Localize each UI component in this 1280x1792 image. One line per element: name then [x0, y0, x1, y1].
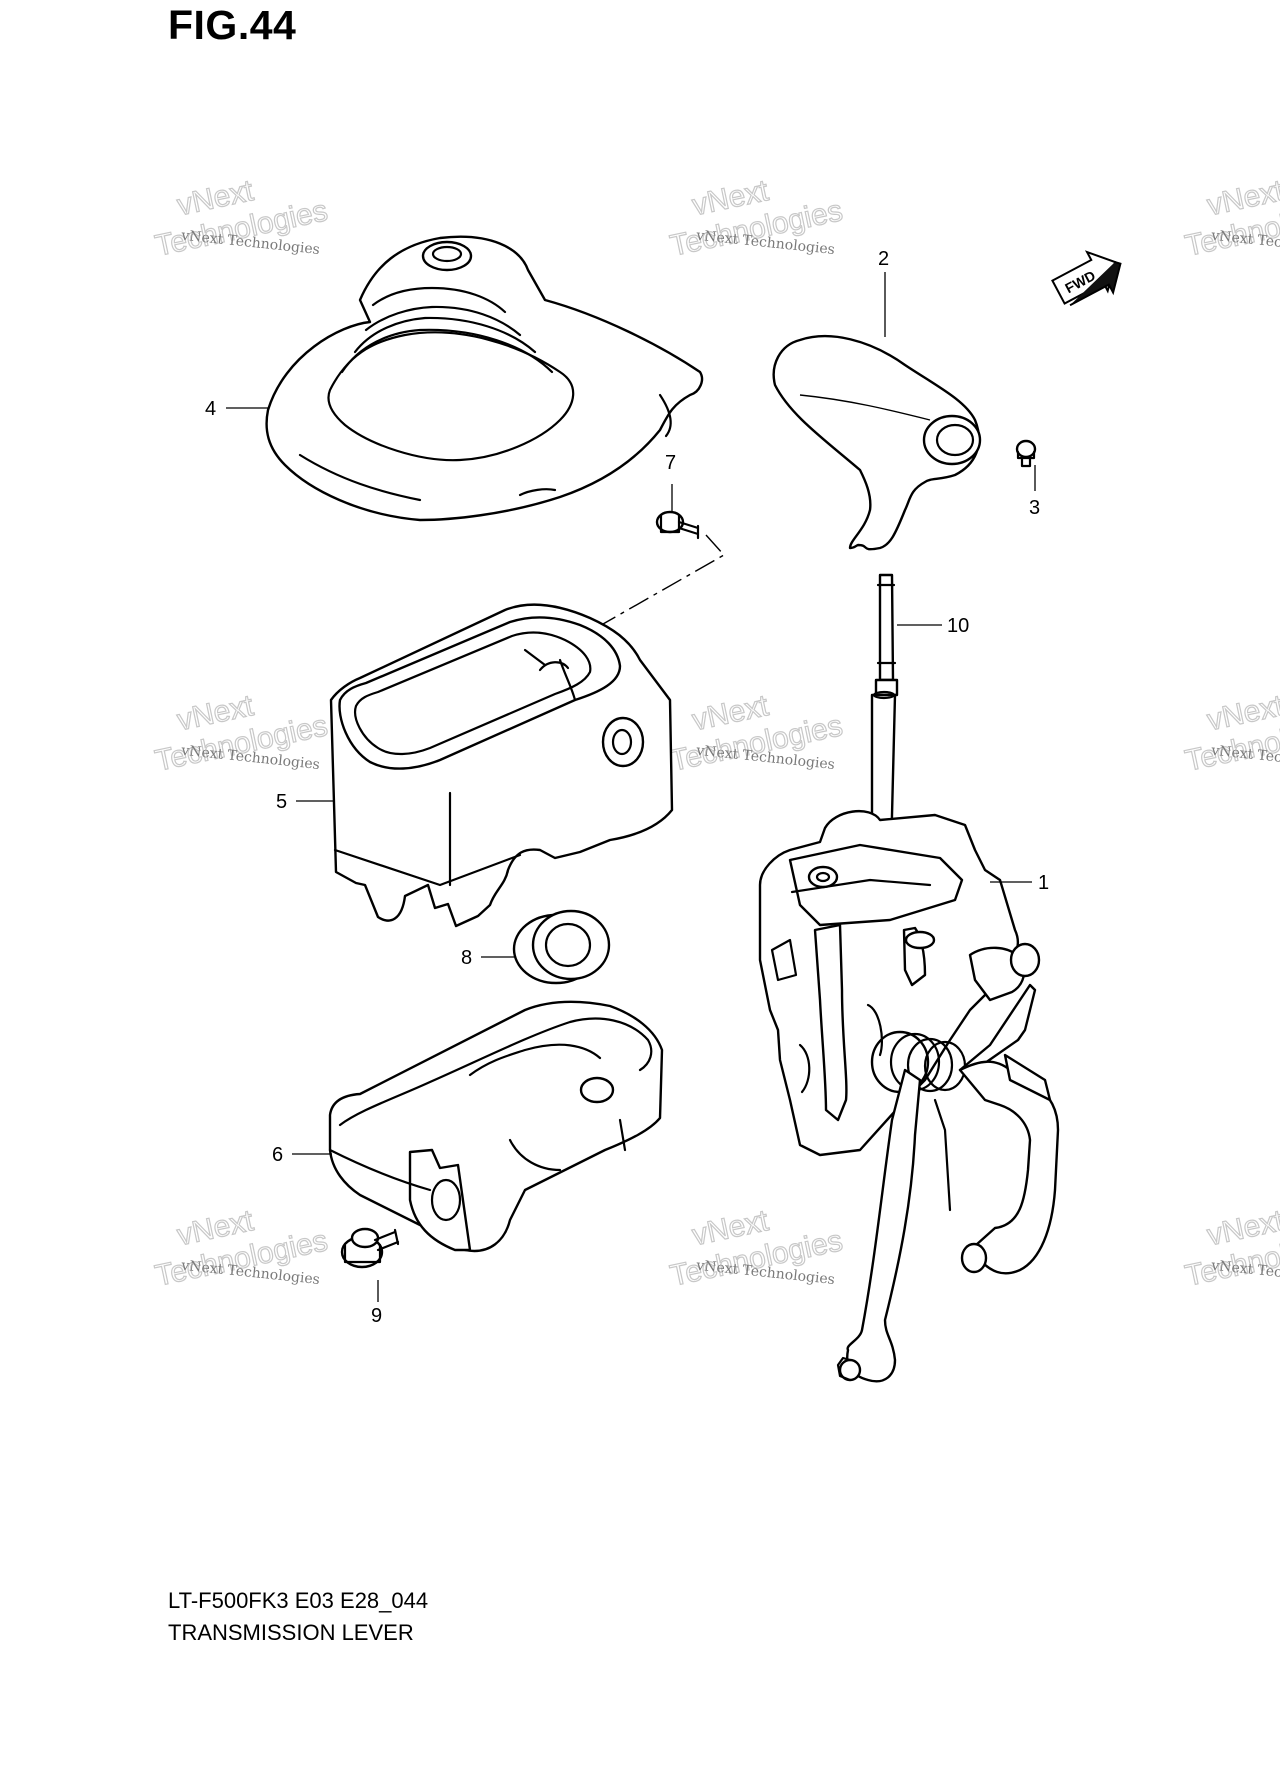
alignment-dash-line	[595, 534, 726, 629]
watermark: vNext Technologies vNext Technologies	[1182, 173, 1280, 263]
callout-label: 3	[1029, 497, 1040, 519]
part-8-grommet	[512, 909, 611, 985]
callouts: 1 2 3 4 5 6 7	[205, 248, 1049, 1327]
part-4-shift-boot	[265, 235, 704, 522]
watermark: vNext Technologies vNext Technologies	[152, 173, 331, 263]
callout-9: 9	[371, 1280, 382, 1327]
part-5-upper-cover	[329, 603, 674, 928]
callout-6: 6	[272, 1144, 332, 1166]
watermark: vNext Technologies vNext Technologies	[667, 173, 846, 263]
callout-label: 8	[461, 947, 472, 969]
fwd-arrow-icon: FWD	[1051, 250, 1122, 307]
callout-5: 5	[276, 791, 334, 813]
callout-4: 4	[205, 398, 268, 420]
callout-label: 9	[371, 1305, 382, 1327]
callout-8: 8	[461, 947, 515, 969]
callout-10: 10	[897, 615, 969, 637]
callout-1: 1	[990, 872, 1049, 894]
callout-7: 7	[665, 452, 676, 512]
figure-name: TRANSMISSION LEVER	[168, 1620, 414, 1645]
watermark: vNext Technologies vNext Technologies	[152, 1203, 331, 1293]
watermark: vNext Technologies vNext Technologies	[667, 688, 846, 778]
callout-label: 4	[205, 398, 216, 420]
part-2-shift-knob	[772, 334, 982, 551]
part-7-bolt	[655, 510, 700, 540]
callout-3: 3	[1029, 465, 1040, 519]
part-3-screw	[1015, 439, 1037, 468]
callout-label: 7	[665, 452, 676, 474]
figure-code: LT-F500FK3 E03 E28_044	[168, 1588, 429, 1613]
part-6-lower-housing	[328, 1000, 664, 1253]
callout-label: 5	[276, 791, 287, 813]
callout-label: 1	[1038, 872, 1049, 894]
callout-label: 2	[878, 248, 889, 270]
watermark: vNext Technologies vNext Technologies	[667, 1203, 846, 1293]
callout-label: 10	[947, 615, 969, 637]
part-1-shift-lever-assembly	[758, 810, 1060, 1383]
watermark: vNext Technologies vNext Technologies	[1182, 1203, 1280, 1293]
part-9-bolt	[340, 1227, 400, 1269]
watermark: vNext Technologies vNext Technologies	[152, 688, 331, 778]
figure-title: FIG.44	[168, 2, 297, 48]
watermark: vNext Technologies vNext Technologies	[1182, 688, 1280, 778]
callout-2: 2	[878, 248, 889, 337]
callout-label: 6	[272, 1144, 283, 1166]
